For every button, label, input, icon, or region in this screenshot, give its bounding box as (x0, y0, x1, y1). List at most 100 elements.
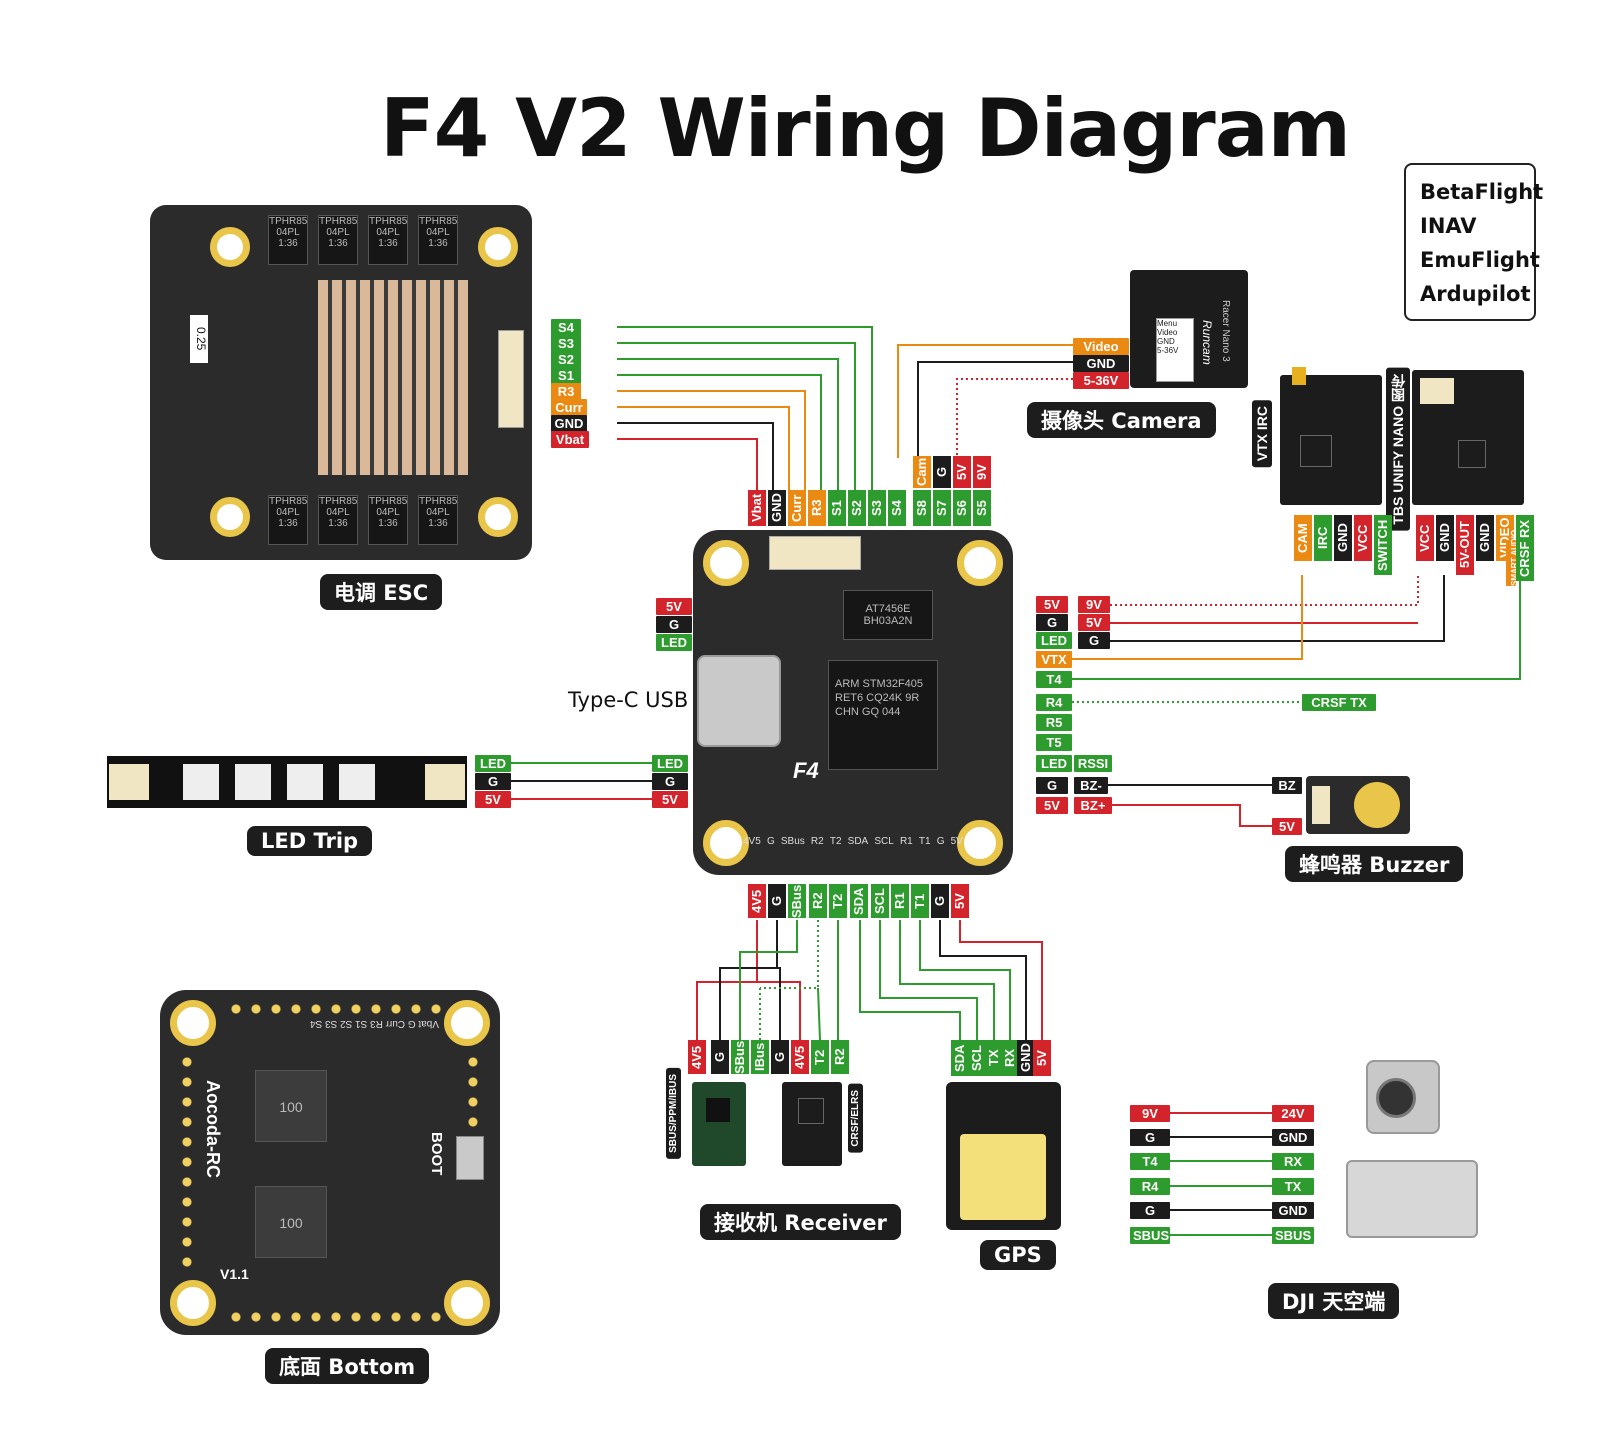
firmware-item: BetaFlight (1420, 180, 1544, 204)
buzzer-label: BZ (1272, 777, 1302, 794)
vtx-irc-pad: VCC (1354, 515, 1372, 561)
inductor: 100 (255, 1070, 327, 1142)
dji-fc-pad: G (1130, 1129, 1170, 1146)
vtx-irc-label: VTX IRC (1252, 400, 1272, 468)
fc-left-pad: G (656, 616, 692, 633)
esc-wire-label: R3 (551, 383, 581, 400)
receiver-sbus-label: SBUS/PPM/IBUS (666, 1068, 681, 1159)
bottom-silk-top: Vbat G Curr R3 S1 S2 S3 S4 (310, 1018, 439, 1029)
gps-antenna (960, 1134, 1046, 1220)
tbs-pad: SMART AUDIO (1506, 530, 1519, 586)
camera-caption: 摄像头 Camera (1027, 402, 1216, 438)
tbs-pad: GND (1436, 515, 1454, 561)
fc-pad-g: G (933, 456, 951, 488)
fc-silk-label: 4V5 (743, 836, 761, 847)
fc-bottom-pad: T1 (911, 884, 929, 918)
fc-bottom-pad: 5V (951, 884, 969, 918)
fc-right-pad: R5 (1036, 714, 1072, 731)
mount-hole (170, 1000, 216, 1046)
led-fc-pad: LED (652, 755, 688, 772)
fc-pad-s6: S6 (953, 490, 971, 526)
dji-camera (1366, 1060, 1440, 1134)
mount-hole (210, 227, 250, 267)
tbs-unify-label: TBS UNIFY NANO 图传 (1386, 368, 1410, 531)
fc-right-pad: G (1036, 614, 1068, 631)
receiver-pad: G (771, 1040, 789, 1074)
boot-label: BOOT (428, 1132, 445, 1176)
buzzer-connector (1312, 786, 1330, 824)
esc-board: TPHR85 04PL 1:36 TPHR85 04PL 1:36 TPHR85… (150, 205, 532, 560)
fc-esc-connector (769, 536, 861, 570)
esc-wire-label: S3 (551, 335, 581, 352)
fc-right-pad: T5 (1036, 734, 1072, 751)
fc-right-pad: 5V (1036, 797, 1068, 814)
vtx-irc-antenna (1292, 367, 1306, 385)
camera-model: Racer Nano 3 (1220, 300, 1231, 362)
camera-wire-label: 5-36V (1073, 372, 1129, 389)
fc-bottom-pad: 4V5 (748, 884, 766, 918)
camera-wire-label: Video (1073, 338, 1129, 355)
firmware-item: Ardupilot (1420, 282, 1531, 306)
receiver-crsf-label: CRSF/ELRS (848, 1084, 863, 1153)
fc-logo: F4 (793, 758, 819, 783)
dji-lens (1376, 1078, 1416, 1118)
fc-pad-curr: Curr (788, 490, 806, 526)
esc-copper-pads (318, 280, 468, 475)
fc-pad-r3: R3 (808, 490, 826, 526)
fc-bottom-pad: G (931, 884, 949, 918)
esc-wire-label: S1 (551, 367, 581, 384)
fc-pad-s7: S7 (933, 490, 951, 526)
fc-pad-vbat: Vbat (748, 490, 766, 526)
mount-hole (444, 1280, 490, 1326)
buzzer-label: 5V (1272, 818, 1302, 835)
version-label: V1.1 (220, 1266, 249, 1282)
usb-label: Type-C USB (568, 688, 689, 712)
buzzer-disc (1354, 782, 1400, 828)
gps-module (946, 1082, 1061, 1230)
tbs-pad: CRSF RX (1516, 515, 1534, 581)
esc-mosfet: TPHR85 04PL 1:36 (268, 215, 308, 265)
buzzer (1306, 776, 1410, 834)
mount-hole (444, 1000, 490, 1046)
fc-pad-9v: 9V (973, 456, 991, 488)
esc-mosfet: TPHR85 04PL 1:36 (318, 215, 358, 265)
camera-brand: Runcam (1200, 320, 1214, 365)
receiver-pad: SBus (731, 1040, 749, 1074)
led-pixel (183, 764, 219, 800)
fc-silk-label: SDA (847, 836, 869, 847)
tbs-unify-chip (1458, 440, 1486, 468)
fc-right-pad: 5V (1036, 596, 1068, 613)
boot-button[interactable] (456, 1136, 484, 1180)
dji-pad: GND (1272, 1129, 1314, 1146)
vtx-irc-pad: CAM (1294, 515, 1312, 561)
led-caption: LED Trip (247, 826, 373, 856)
solder-pad-column (468, 1052, 478, 1132)
fc-bottom-silk: 4V5 G SBus R2 T2 SDA SCL R1 T1 G 5V (743, 836, 963, 847)
led-connector (109, 764, 149, 800)
esc-mosfet: TPHR85 04PL 1:36 (268, 495, 308, 545)
dji-vtx-unit (1346, 1160, 1478, 1238)
fc-silk-label: R1 (899, 836, 913, 847)
receiver-pad: R2 (831, 1040, 849, 1074)
mcu-chip: ARM STM32F405 RET6 CQ24K 9R CHN GQ 044 (828, 660, 938, 770)
fc-bottom-pad: T2 (829, 884, 847, 918)
led-strip-pad: LED (475, 755, 511, 772)
receiver-pad: 4V5 (791, 1040, 809, 1074)
dji-fc-pad: G (1130, 1202, 1170, 1219)
mount-hole (703, 820, 749, 866)
camera-pin-label: 5-36V (1157, 346, 1179, 355)
fc-silk-label: G (936, 836, 945, 847)
fc-bottom-pad: SBus (788, 884, 806, 918)
esc-connector (498, 330, 524, 428)
tbs-unify-board (1412, 370, 1524, 505)
esc-wire-label: GND (551, 415, 587, 432)
buzzer-caption: 蜂鸣器 Buzzer (1285, 846, 1464, 882)
esc-mosfet: TPHR85 04PL 1:36 (368, 495, 408, 545)
fc-silk-label: G (766, 836, 775, 847)
tbs-pad: VCC (1416, 515, 1434, 561)
fc-pad-s2: S2 (848, 490, 866, 526)
fc-right-device: BZ- (1074, 777, 1108, 794)
receiver-pad: 4V5 (688, 1040, 706, 1074)
vtx-irc-chip (1300, 435, 1332, 467)
mount-hole (478, 227, 518, 267)
